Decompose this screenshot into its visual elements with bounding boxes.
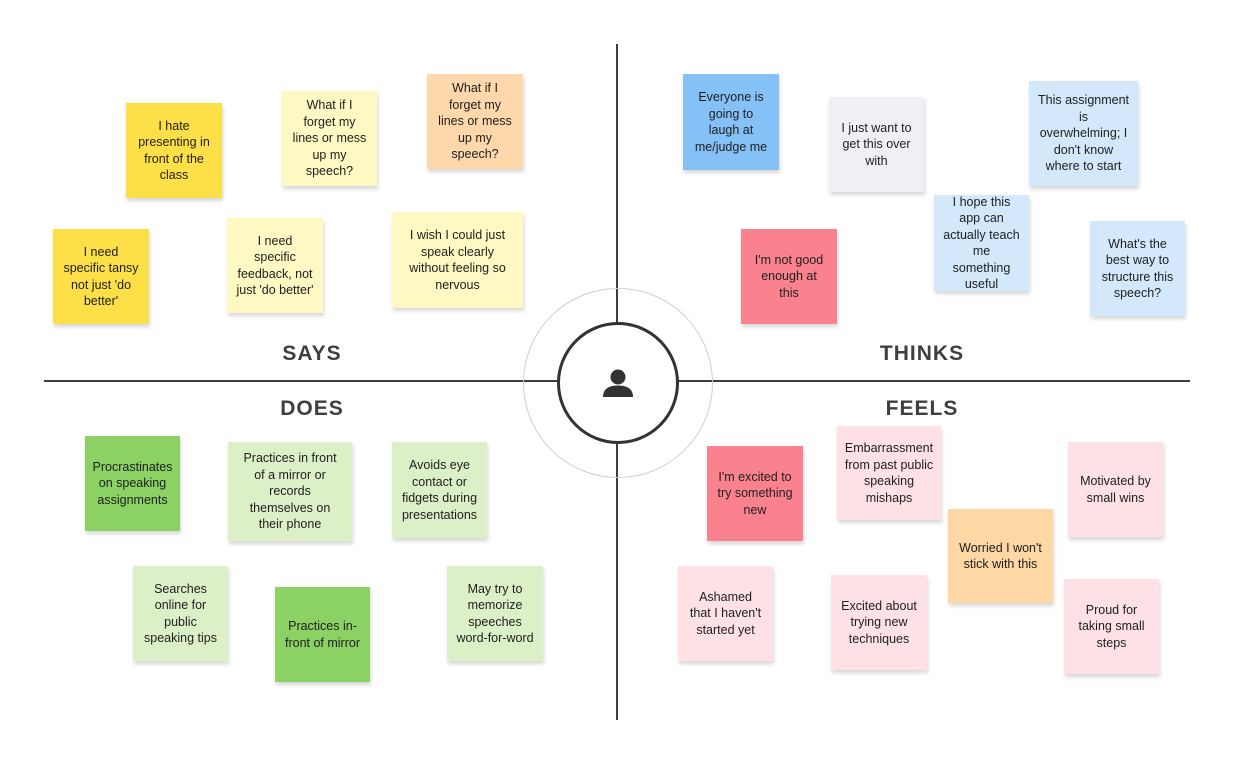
center-ring (523, 288, 713, 478)
feels-title: FEELS (885, 397, 959, 420)
sticky-note-feels[interactable]: Ashamed that I haven't started yet (678, 566, 773, 661)
sticky-note-says[interactable]: I wish I could just speak clearly withou… (392, 212, 523, 308)
sticky-note-feels[interactable]: Embarrassment from past public speaking … (837, 426, 941, 520)
sticky-note-does[interactable]: Practices in front of a mirror or record… (228, 442, 352, 541)
says-title: SAYS (282, 342, 342, 365)
sticky-note-thinks[interactable]: I'm not good enough at this (741, 229, 837, 324)
sticky-note-says[interactable]: I need specific feedback, not just 'do b… (227, 218, 323, 313)
sticky-note-says[interactable]: I hate presenting in front of the class (126, 103, 222, 198)
sticky-note-thinks[interactable]: Everyone is going to laugh at me/judge m… (683, 74, 779, 170)
sticky-note-feels[interactable]: Excited about trying new techniques (831, 575, 927, 670)
sticky-note-does[interactable]: Searches online for public speaking tips (133, 566, 228, 661)
sticky-note-thinks[interactable]: I hope this app can actually teach me so… (934, 195, 1029, 291)
sticky-note-says[interactable]: What if I forget my lines or mess up my … (427, 74, 523, 169)
thinks-title: THINKS (879, 342, 965, 365)
sticky-note-does[interactable]: May try to memorize speeches word-for-wo… (447, 566, 543, 661)
sticky-note-feels[interactable]: Proud for taking small steps (1064, 579, 1159, 674)
sticky-note-feels[interactable]: Worried I won't stick with this (948, 509, 1053, 603)
user-icon (603, 369, 633, 397)
sticky-note-does[interactable]: Avoids eye contact or fidgets during pre… (392, 442, 487, 538)
persona-circle[interactable] (557, 322, 679, 444)
sticky-note-does[interactable]: Practices in-front of mirror (275, 587, 370, 682)
sticky-note-thinks[interactable]: I just want to get this over with (829, 97, 924, 192)
sticky-note-thinks[interactable]: This assignment is overwhelming; I don't… (1029, 81, 1138, 186)
does-title: DOES (280, 397, 344, 420)
sticky-note-thinks[interactable]: What's the best way to structure this sp… (1090, 221, 1185, 316)
sticky-note-says[interactable]: What if I forget my lines or mess up my … (282, 91, 377, 186)
sticky-note-feels[interactable]: I'm excited to try something new (707, 446, 803, 541)
sticky-note-does[interactable]: Procrastinates on speaking assignments (85, 436, 180, 531)
sticky-note-says[interactable]: I need specific tansy not just 'do bette… (53, 229, 149, 324)
sticky-note-feels[interactable]: Motivated by small wins (1068, 442, 1163, 537)
